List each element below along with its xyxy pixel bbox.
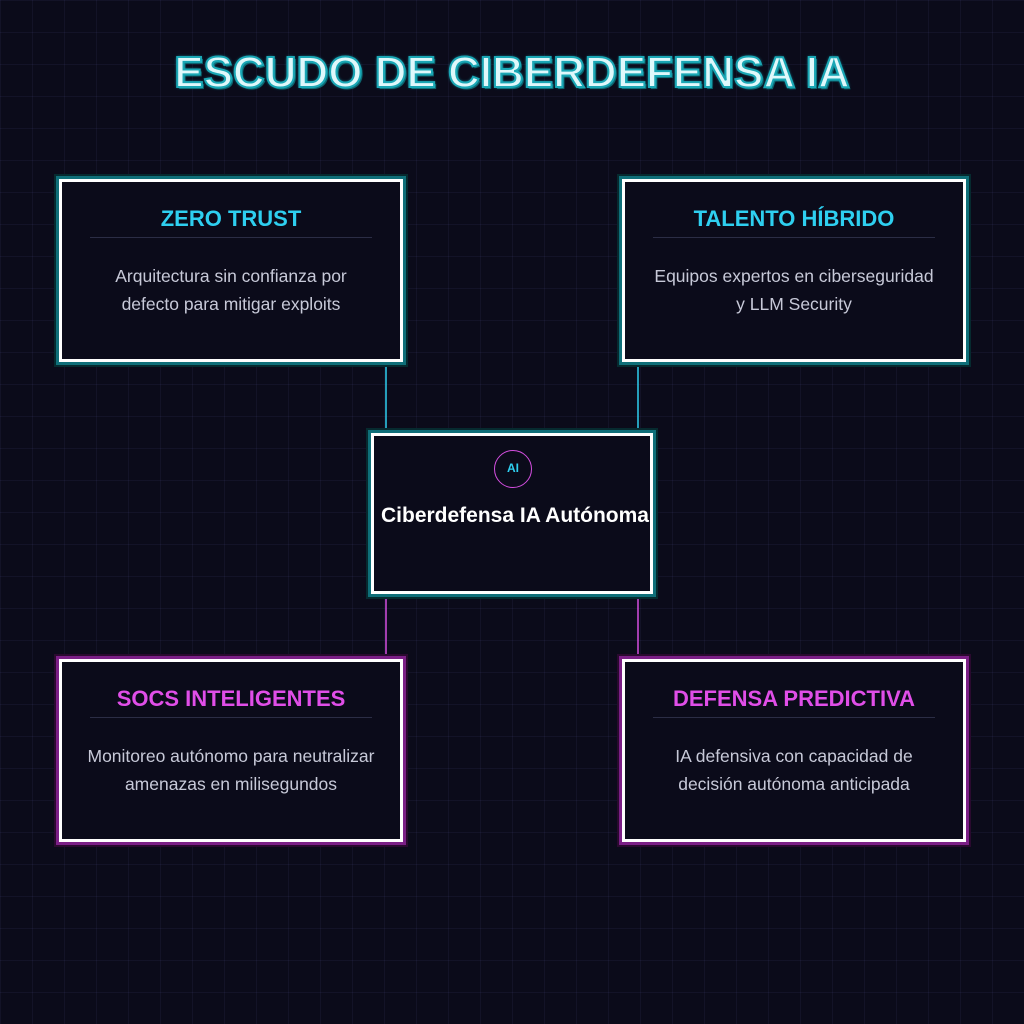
card-description: Equipos expertos en ciberseguridad y LLM… xyxy=(654,266,934,314)
card-description: Monitoreo autónomo para neutralizar amen… xyxy=(87,746,375,794)
card-defensa-predictiva: DEFENSA PREDICTIVA IA defensiva con capa… xyxy=(622,659,966,842)
card-talento-hibrido: TALENTO HÍBRIDO Equipos expertos en cibe… xyxy=(622,179,966,362)
ai-badge-icon: AI xyxy=(494,450,532,488)
card-socs-inteligentes: SOCS INTELIGENTES Monitoreo autónomo par… xyxy=(59,659,403,842)
card-zero-trust: ZERO TRUST Arquitectura sin confianza po… xyxy=(59,179,403,362)
card-divider xyxy=(90,717,372,718)
diagram-title: ESCUDO DE CIBERDEFENSA IA xyxy=(173,47,851,98)
center-node: AI Ciberdefensa IA Autónoma xyxy=(371,433,653,594)
center-label: Ciberdefensa IA Autónoma xyxy=(381,504,649,527)
card-divider xyxy=(653,717,935,718)
card-divider xyxy=(653,237,935,238)
card-description: IA defensiva con capacidad de decisión a… xyxy=(675,746,913,794)
card-title: DEFENSA PREDICTIVA xyxy=(672,686,916,711)
card-title: ZERO TRUST xyxy=(160,206,302,231)
card-title: SOCS INTELIGENTES xyxy=(116,686,346,711)
card-divider xyxy=(90,237,372,238)
card-description: Arquitectura sin confianza por defecto p… xyxy=(115,266,347,314)
card-title: TALENTO HÍBRIDO xyxy=(693,206,895,231)
